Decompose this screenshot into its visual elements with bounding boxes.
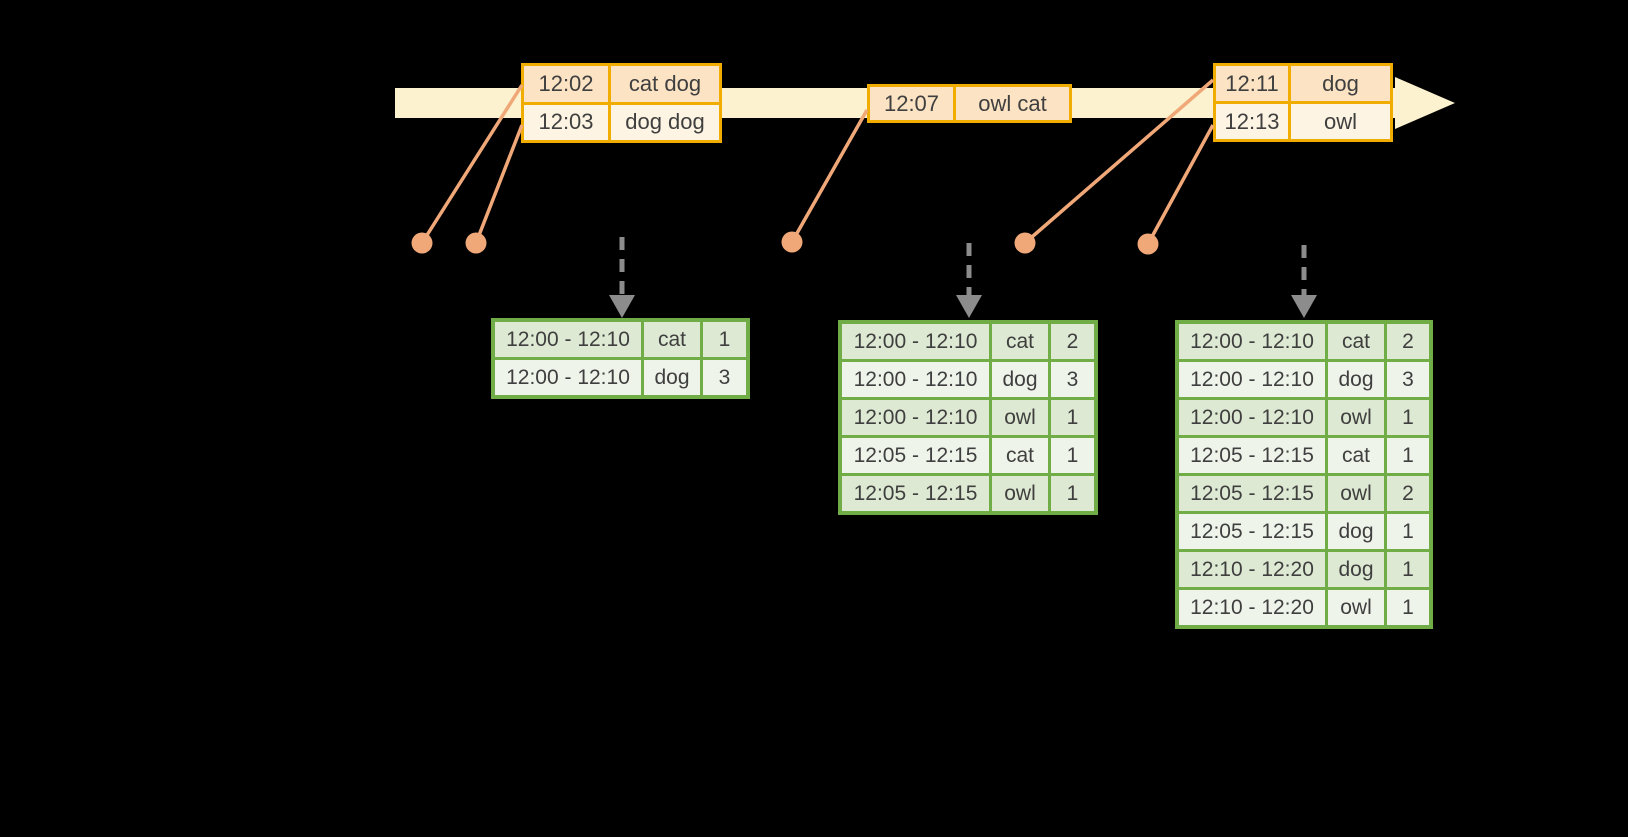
word-cell: cat	[1328, 324, 1384, 359]
count-cell: 1	[1387, 400, 1429, 435]
count-cell: 1	[1051, 438, 1094, 473]
word-cell: dog	[644, 360, 700, 395]
event-table-1: 12:02 cat dog 12:03 dog dog	[521, 63, 722, 143]
word-cell: dog	[1328, 514, 1384, 549]
word-cell: owl	[992, 476, 1048, 511]
word-cell: owl	[1328, 590, 1384, 625]
window-cell: 12:10 - 12:20	[1179, 552, 1325, 587]
event-table-3: 12:11 dog 12:13 owl	[1213, 63, 1393, 142]
window-cell: 12:05 - 12:15	[842, 438, 989, 473]
count-cell: 3	[1051, 362, 1094, 397]
event-connector-line	[1146, 124, 1215, 245]
word-cell: cat	[644, 322, 700, 357]
event-time: 12:03	[524, 104, 608, 140]
window-cell: 12:00 - 12:10	[842, 362, 989, 397]
result-table-1: 12:00 - 12:10 cat 1 12:00 - 12:10 dog 3	[491, 318, 750, 399]
window-cell: 12:00 - 12:10	[842, 324, 989, 359]
event-words: dog	[1291, 66, 1390, 101]
count-cell: 2	[1387, 324, 1429, 359]
event-time: 12:11	[1216, 66, 1288, 101]
word-cell: owl	[1328, 400, 1384, 435]
event-words: owl	[1291, 104, 1390, 139]
word-cell: cat	[992, 324, 1048, 359]
count-cell: 1	[1387, 590, 1429, 625]
event-words: dog dog	[611, 104, 719, 140]
trigger-arrowhead-icon	[609, 295, 635, 318]
window-cell: 12:00 - 12:10	[1179, 324, 1325, 359]
result-table-3: 12:00 - 12:10 cat 2 12:00 - 12:10 dog 3 …	[1175, 320, 1433, 629]
event-table-2: 12:07 owl cat	[867, 84, 1072, 123]
count-cell: 1	[703, 322, 746, 357]
timeline-arrowhead-icon	[1395, 77, 1455, 129]
window-cell: 12:00 - 12:10	[1179, 362, 1325, 397]
word-cell: owl	[1328, 476, 1384, 511]
trigger-arrowhead-icon	[1291, 295, 1317, 318]
trigger-arrowhead-icon	[956, 295, 982, 318]
event-connector-line	[474, 124, 524, 244]
count-cell: 2	[1051, 324, 1094, 359]
event-marker-dot-icon	[781, 231, 803, 253]
count-cell: 1	[1387, 514, 1429, 549]
event-connector-line	[790, 109, 869, 243]
word-cell: cat	[992, 438, 1048, 473]
window-cell: 12:00 - 12:10	[495, 322, 641, 357]
window-cell: 12:00 - 12:10	[1179, 400, 1325, 435]
event-marker-dot-icon	[1137, 233, 1159, 255]
window-cell: 12:05 - 12:15	[842, 476, 989, 511]
count-cell: 3	[1387, 362, 1429, 397]
event-time: 12:07	[870, 87, 953, 120]
event-time: 12:13	[1216, 104, 1288, 139]
word-cell: owl	[992, 400, 1048, 435]
window-cell: 12:05 - 12:15	[1179, 438, 1325, 473]
count-cell: 2	[1387, 476, 1429, 511]
event-marker-dot-icon	[465, 232, 487, 254]
word-cell: dog	[1328, 552, 1384, 587]
window-cell: 12:05 - 12:15	[1179, 476, 1325, 511]
event-marker-dot-icon	[411, 232, 433, 254]
count-cell: 1	[1387, 552, 1429, 587]
result-table-2: 12:00 - 12:10 cat 2 12:00 - 12:10 dog 3 …	[838, 320, 1098, 515]
word-cell: cat	[1328, 438, 1384, 473]
event-words: owl cat	[956, 87, 1069, 120]
window-cell: 12:00 - 12:10	[495, 360, 641, 395]
count-cell: 1	[1051, 476, 1094, 511]
word-cell: dog	[1328, 362, 1384, 397]
event-time: 12:02	[524, 66, 608, 102]
count-cell: 1	[1051, 400, 1094, 435]
word-cell: dog	[992, 362, 1048, 397]
window-cell: 12:05 - 12:15	[1179, 514, 1325, 549]
event-words: cat dog	[611, 66, 719, 102]
window-cell: 12:10 - 12:20	[1179, 590, 1325, 625]
window-cell: 12:00 - 12:10	[842, 400, 989, 435]
event-marker-dot-icon	[1014, 232, 1036, 254]
count-cell: 1	[1387, 438, 1429, 473]
count-cell: 3	[703, 360, 746, 395]
